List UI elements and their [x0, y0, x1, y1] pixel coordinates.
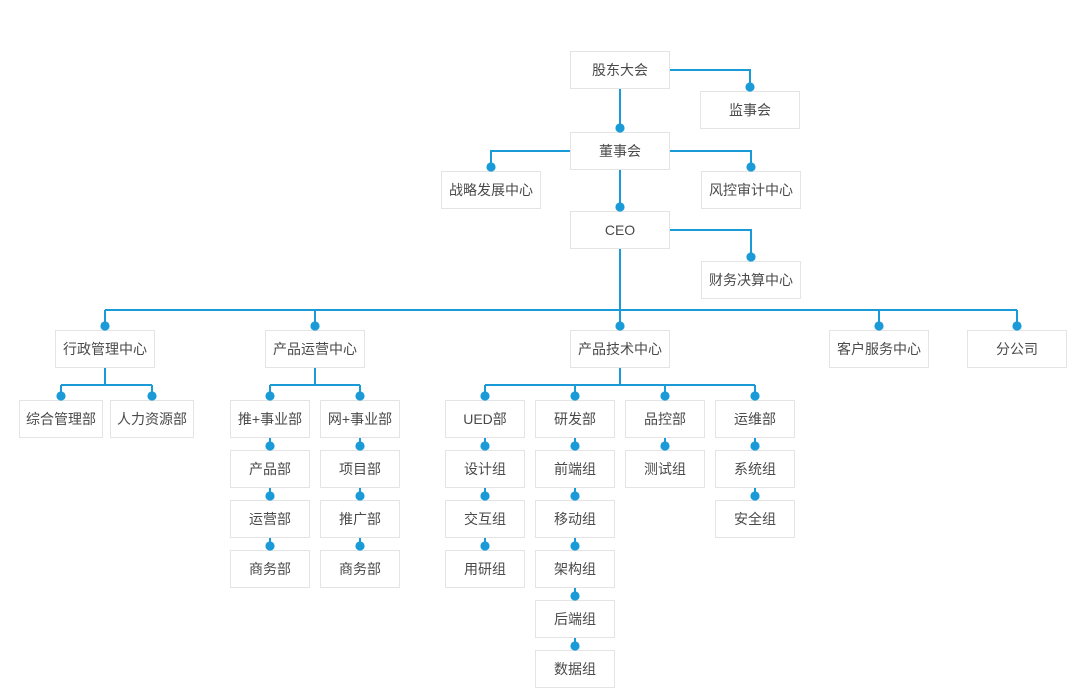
- org-node-data-group[interactable]: 数据组: [535, 650, 615, 688]
- org-node-ceo[interactable]: CEO: [570, 211, 670, 249]
- org-node-design-group[interactable]: 设计组: [445, 450, 525, 488]
- org-node-backend-group[interactable]: 后端组: [535, 600, 615, 638]
- org-node-frontend-group[interactable]: 前端组: [535, 450, 615, 488]
- org-node-business-dept-1[interactable]: 商务部: [230, 550, 310, 588]
- org-node-ued-dept[interactable]: UED部: [445, 400, 525, 438]
- org-node-admin-center[interactable]: 行政管理中心: [55, 330, 155, 368]
- org-node-interaction-group[interactable]: 交互组: [445, 500, 525, 538]
- org-node-supervisory-board[interactable]: 监事会: [700, 91, 800, 129]
- org-node-mobile-group[interactable]: 移动组: [535, 500, 615, 538]
- org-node-test-group[interactable]: 测试组: [625, 450, 705, 488]
- org-node-business-dept-2[interactable]: 商务部: [320, 550, 400, 588]
- org-node-operation-dept[interactable]: 运营部: [230, 500, 310, 538]
- org-node-tech-center[interactable]: 产品技术中心: [570, 330, 670, 368]
- org-node-ops-center[interactable]: 产品运营中心: [265, 330, 365, 368]
- org-node-rd-dept[interactable]: 研发部: [535, 400, 615, 438]
- org-node-architecture-group[interactable]: 架构组: [535, 550, 615, 588]
- org-node-product-dept[interactable]: 产品部: [230, 450, 310, 488]
- org-node-board[interactable]: 董事会: [570, 132, 670, 170]
- org-node-security-group[interactable]: 安全组: [715, 500, 795, 538]
- org-node-wang-business-dept[interactable]: 网+事业部: [320, 400, 400, 438]
- org-node-customer-center[interactable]: 客户服务中心: [829, 330, 929, 368]
- org-node-project-dept[interactable]: 项目部: [320, 450, 400, 488]
- org-node-hr-dept[interactable]: 人力资源部: [110, 400, 194, 438]
- org-node-promotion-dept[interactable]: 推广部: [320, 500, 400, 538]
- org-node-user-research-group[interactable]: 用研组: [445, 550, 525, 588]
- org-node-tui-business-dept[interactable]: 推+事业部: [230, 400, 310, 438]
- org-node-strategy-center[interactable]: 战略发展中心: [441, 171, 541, 209]
- org-node-system-group[interactable]: 系统组: [715, 450, 795, 488]
- org-node-general-admin-dept[interactable]: 综合管理部: [19, 400, 103, 438]
- org-node-shareholders[interactable]: 股东大会: [570, 51, 670, 89]
- org-node-finance-center[interactable]: 财务决算中心: [701, 261, 801, 299]
- org-node-qc-dept[interactable]: 品控部: [625, 400, 705, 438]
- org-node-risk-audit-center[interactable]: 风控审计中心: [701, 171, 801, 209]
- org-node-branch-company[interactable]: 分公司: [967, 330, 1067, 368]
- org-node-om-dept[interactable]: 运维部: [715, 400, 795, 438]
